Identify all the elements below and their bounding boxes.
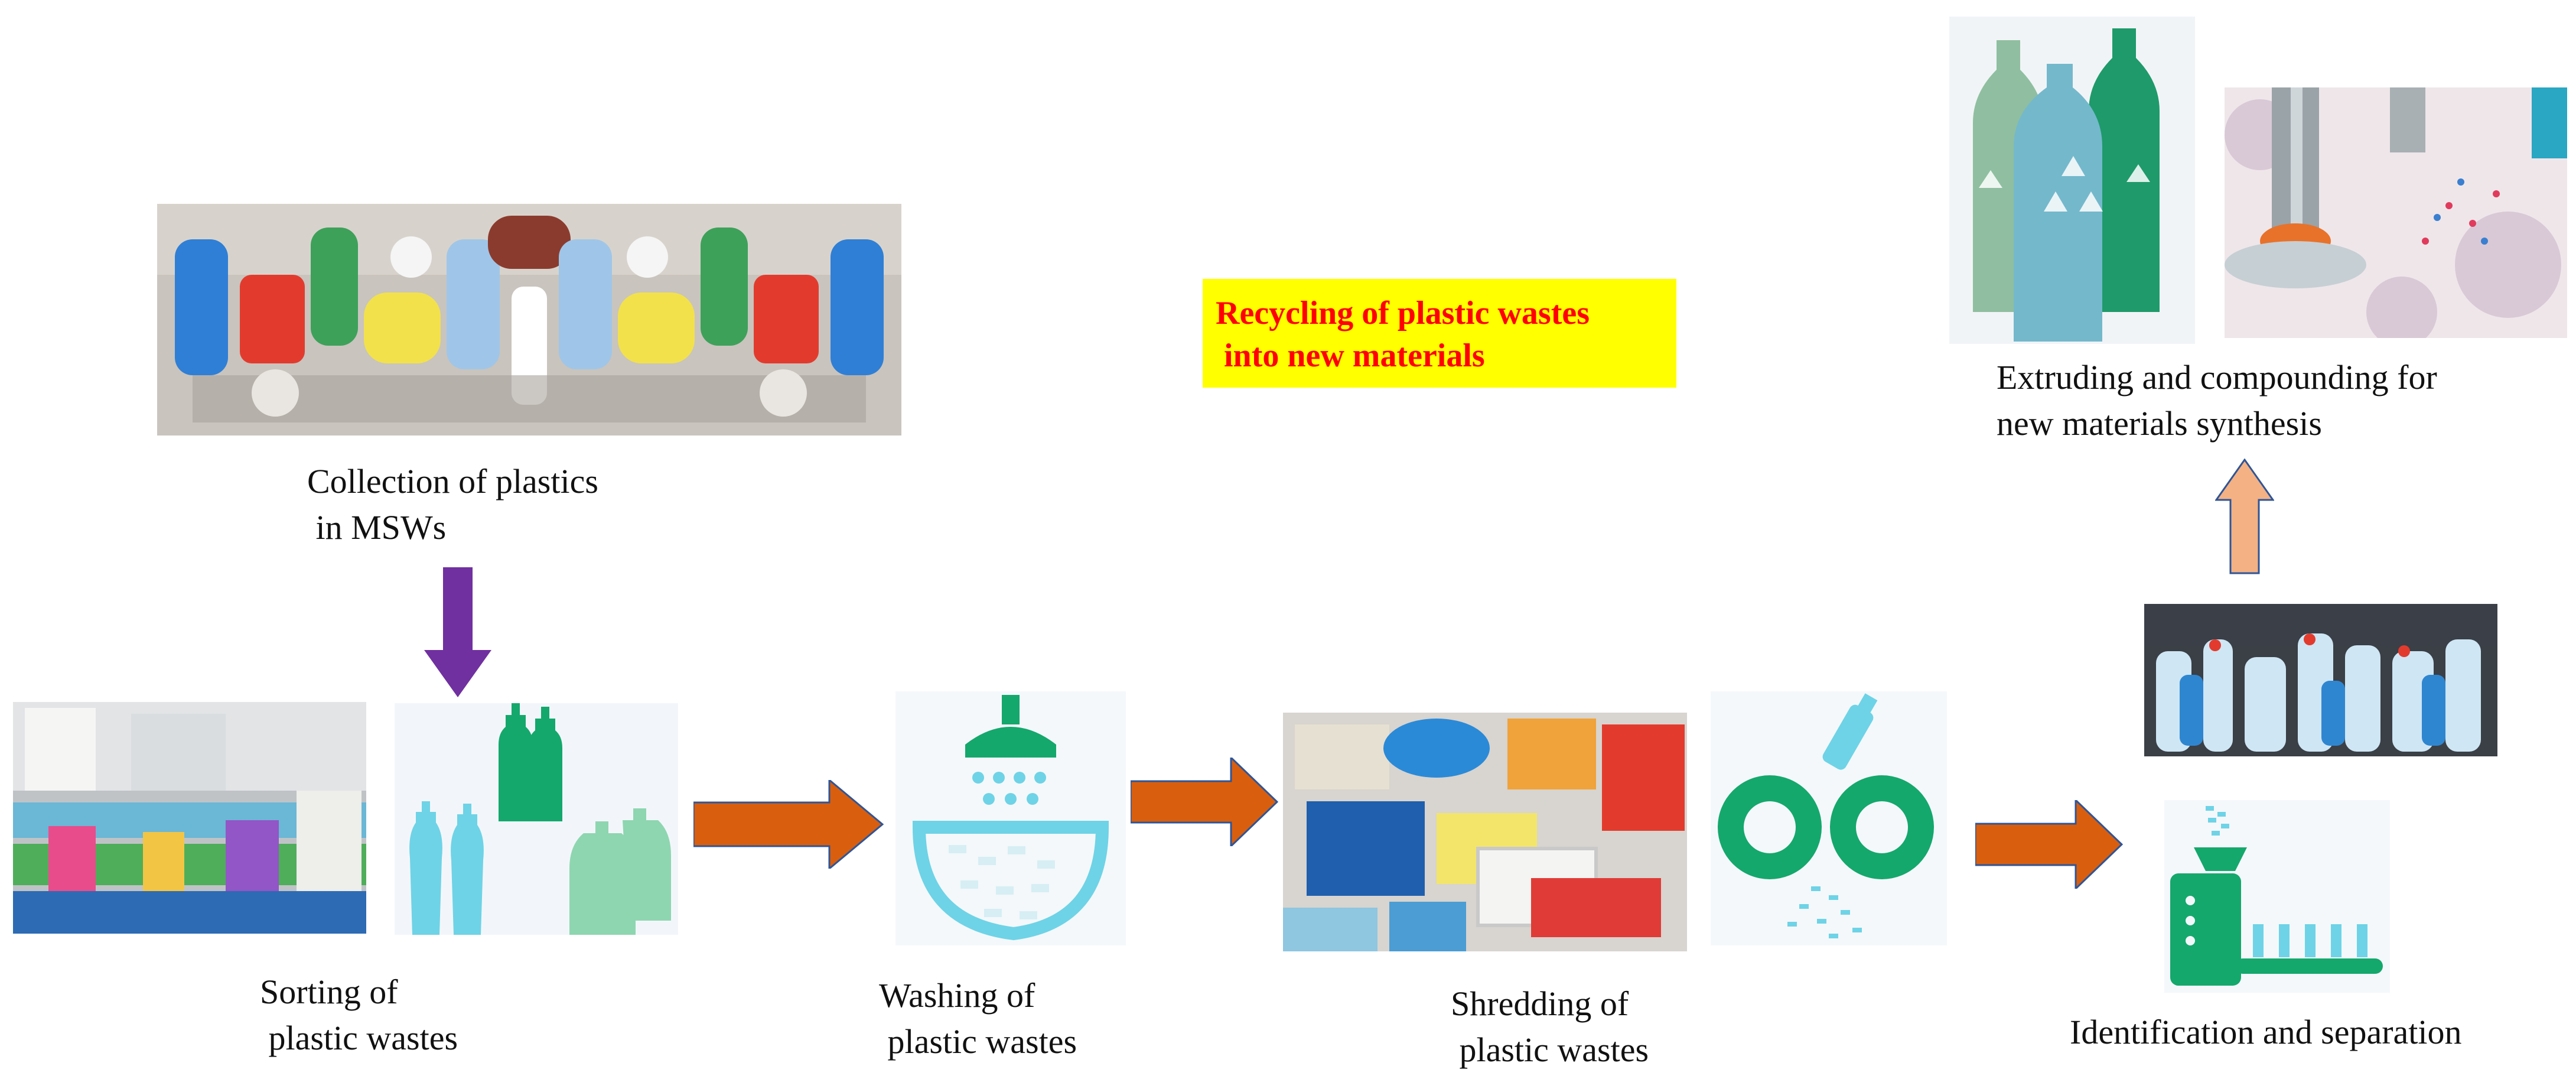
process-arrow-2 [1131, 758, 1278, 846]
recycle-bottles-icon [1949, 17, 2195, 344]
extruding-label: Extruding and compounding for new materi… [1997, 358, 2437, 443]
process-arrow-3 [1975, 800, 2123, 889]
sorting-photo [13, 702, 366, 934]
extruder-photo [2225, 87, 2567, 338]
bottles-icon [395, 703, 678, 935]
shower-wash-icon [895, 691, 1126, 945]
bottles-pile-photo [2144, 604, 2497, 756]
process-arrow-1 [693, 780, 884, 869]
collection-down-arrow [423, 567, 493, 698]
washing-label: Washing of plastic wastes [879, 976, 1077, 1061]
identification-label: Identification and separation [2070, 1013, 2462, 1051]
shredding-photo [1283, 713, 1687, 951]
diagram-title-box: Recycling of plastic wastes into new mat… [1203, 279, 1676, 388]
plastic-waste-collection-photo [157, 204, 901, 436]
final-up-arrow [2215, 459, 2274, 574]
shredding-label: Shredding of plastic wastes [1451, 984, 1649, 1069]
diagram-title: Recycling of plastic wastes into new mat… [1216, 295, 1590, 374]
collection-label: Collection of plastics in MSWs [307, 462, 598, 547]
sorting-machine-icon [2164, 800, 2390, 993]
shredder-gears-icon [1711, 691, 1947, 945]
sorting-label: Sorting of plastic wastes [260, 973, 458, 1057]
